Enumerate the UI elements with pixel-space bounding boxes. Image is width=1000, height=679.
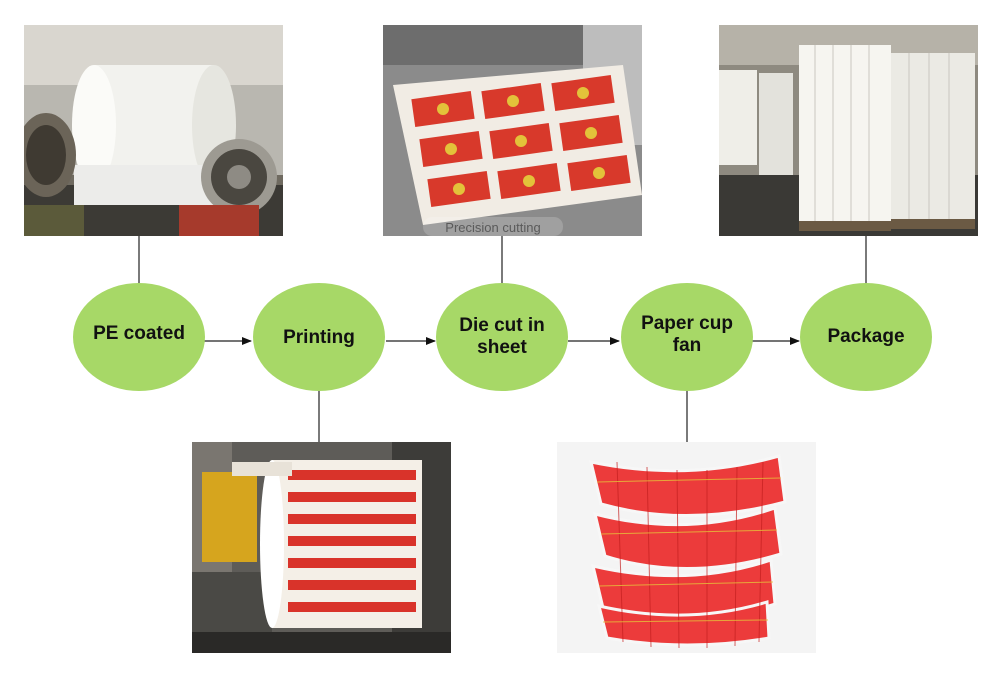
die-cut-sheets-photo: Precision cutting [383,25,642,236]
pe-coated-paper-roll-photo [24,25,283,236]
node-package [800,283,932,391]
paper-cup-fans-photo [557,442,816,653]
node-die-cut [436,283,568,391]
node-paper-cup-fan [621,283,753,391]
node-pe-coated [73,283,205,391]
packaged-pallets-photo [719,25,978,236]
node-printing [253,283,385,391]
die-cut-photo-caption: Precision cutting [445,220,540,235]
printed-paper-roll-photo [192,442,451,653]
